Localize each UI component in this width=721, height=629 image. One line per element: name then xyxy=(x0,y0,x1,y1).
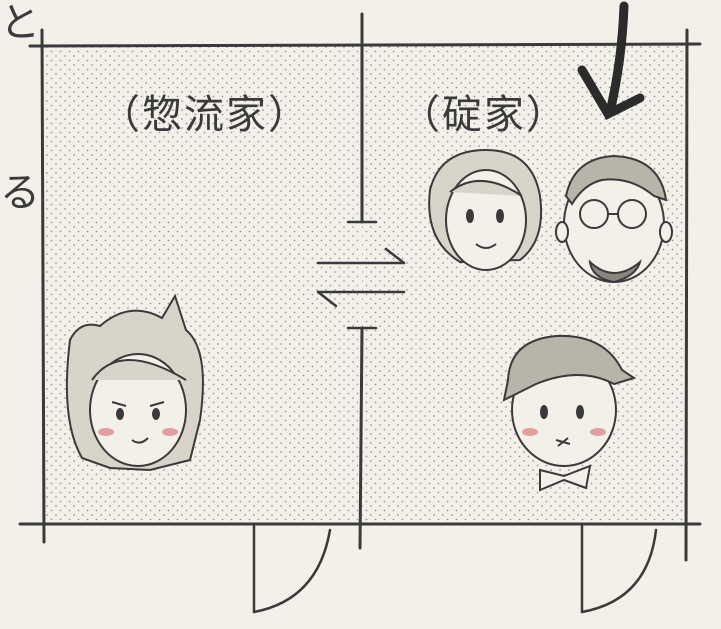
pointer-arrow-icon xyxy=(577,1,645,120)
edge-glyph-mid: る xyxy=(0,170,40,216)
divider-wall-lower xyxy=(358,326,364,550)
door-icon xyxy=(252,522,332,614)
edge-glyph-top: と xyxy=(0,0,40,46)
wall-left xyxy=(40,28,46,544)
character-face-girl-left xyxy=(65,293,204,472)
door-icon xyxy=(580,522,658,614)
character-face-woman xyxy=(428,148,543,271)
character-face-boy xyxy=(502,334,637,492)
exchange-arrows-icon xyxy=(316,247,406,308)
room-label-ikari: （碇家） xyxy=(400,92,568,138)
character-face-man-glasses xyxy=(555,154,673,284)
wall-top xyxy=(28,42,702,48)
wall-right xyxy=(684,28,689,562)
room-label-soryu: （惣流家） xyxy=(100,92,310,138)
